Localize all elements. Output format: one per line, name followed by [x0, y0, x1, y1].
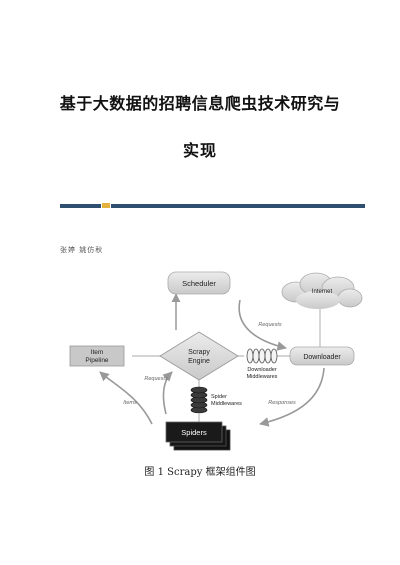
scheduler-box [167, 271, 231, 295]
requests-left-label: Requests [144, 376, 167, 382]
scrapy-engine-label-1: Scrapy [188, 349, 210, 356]
downloader-box [289, 346, 355, 366]
item-pipeline-label-2: Pipeline [85, 357, 109, 364]
title-rule-accent [102, 203, 110, 208]
downloader-label: Downloader [303, 354, 341, 361]
requests-top-label: Requests [258, 322, 281, 328]
requests-top-arrow [238, 299, 287, 351]
scrapy-engine-label-2: Engine [188, 358, 210, 365]
item-pipeline-box [69, 345, 125, 367]
downloader-middlewares-label-1: Downloader [247, 367, 277, 373]
internet-label: Internet [312, 289, 333, 295]
document-title-line-2: 实现 [182, 141, 217, 160]
items-label: Items [123, 400, 137, 406]
spiders-card-front [165, 421, 223, 443]
figure-caption: 图 1 Scrapy 框架组件图 [144, 467, 256, 478]
spiders-label: Spiders [181, 428, 207, 437]
item-pipeline-label-1: Item [91, 349, 104, 356]
responses-arrow [259, 367, 325, 427]
document-title-line-1: 基于大数据的招聘信息爬虫技术研究与 [59, 94, 341, 113]
spider-middlewares-label-2: Middlewares [211, 401, 242, 407]
title-rule-right [111, 204, 365, 208]
spider-middlewares-label-1: Spider [211, 394, 227, 400]
downloader-middlewares-label-2: Middlewares [247, 374, 278, 380]
requests-left-arrow [162, 371, 173, 415]
responses-label: Responses [268, 400, 296, 406]
scrapy-engine-diamond [159, 331, 239, 381]
items-arrow [99, 371, 153, 425]
scheduler-label: Scheduler [182, 279, 216, 288]
internet-cloud [281, 272, 363, 309]
title-rule-left [60, 204, 101, 208]
spider-middlewares-stack [190, 386, 208, 414]
downloader-middlewares-rings [246, 348, 278, 364]
scrapy-architecture-diagram: Scheduler Internet Requests Item Pipelin… [69, 271, 363, 451]
authors: 张婷 姚仿秋 [60, 246, 104, 254]
